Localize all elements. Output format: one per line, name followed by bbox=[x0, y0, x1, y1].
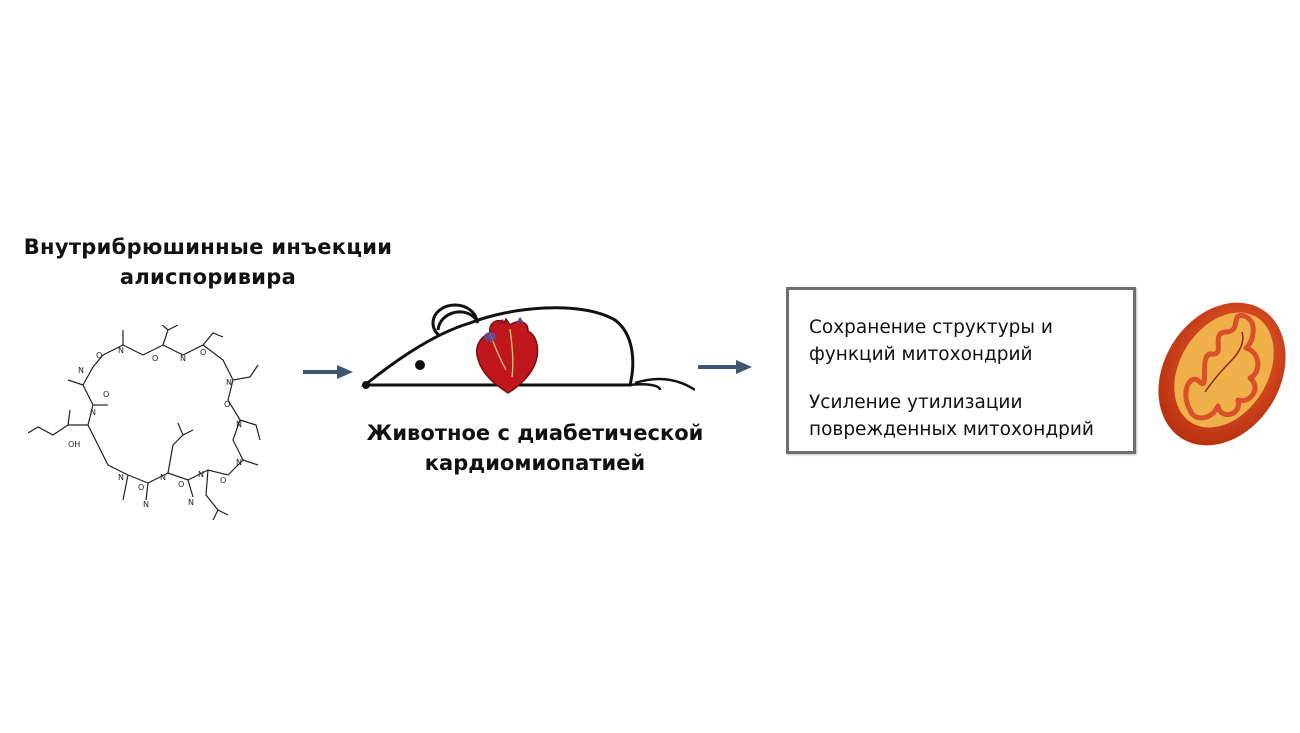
svg-text:O: O bbox=[200, 348, 206, 357]
right-arrow-icon bbox=[698, 360, 752, 374]
effect-item: Усиление утилизации поврежденных митохон… bbox=[809, 389, 1133, 443]
effect-item: Сохранение структуры и функций митохондр… bbox=[809, 314, 1133, 368]
alisporivir-structure: O N O N O N O N N O N O N O N N O N OH N… bbox=[28, 325, 261, 520]
svg-text:N: N bbox=[188, 498, 194, 507]
effects-box: Сохранение структуры и функций митохондр… bbox=[786, 287, 1136, 454]
svg-text:N: N bbox=[143, 500, 149, 509]
drug-title-line1: Внутрибрюшинные инъекции bbox=[23, 235, 393, 259]
svg-text:O: O bbox=[178, 480, 184, 489]
effect-line: поврежденных митохондрий bbox=[809, 419, 1094, 440]
svg-text:O: O bbox=[138, 483, 144, 492]
svg-text:N: N bbox=[236, 458, 242, 467]
animal-caption: Животное с диабетической кардиомиопатией bbox=[350, 418, 720, 478]
svg-text:N: N bbox=[226, 378, 232, 387]
heart-icon bbox=[476, 317, 539, 394]
svg-text:O: O bbox=[224, 400, 230, 409]
svg-text:N: N bbox=[160, 473, 166, 482]
svg-text:O: O bbox=[152, 354, 158, 363]
svg-text:N: N bbox=[90, 408, 96, 417]
svg-text:N: N bbox=[180, 354, 186, 363]
svg-text:O: O bbox=[96, 351, 102, 360]
effect-line: Усиление утилизации bbox=[809, 392, 1023, 413]
mitochondrion-icon bbox=[1158, 302, 1286, 446]
animal-caption-line1: Животное с диабетической bbox=[366, 421, 704, 445]
svg-text:O: O bbox=[103, 390, 109, 399]
svg-text:N: N bbox=[118, 473, 124, 482]
svg-text:N: N bbox=[78, 366, 84, 375]
svg-text:N: N bbox=[236, 420, 242, 429]
animal-caption-line2: кардиомиопатией bbox=[424, 451, 646, 475]
svg-text:OH: OH bbox=[68, 440, 80, 449]
svg-text:N: N bbox=[198, 470, 204, 479]
right-arrow-icon bbox=[303, 365, 353, 379]
svg-text:O: O bbox=[220, 476, 226, 485]
effect-line: функций митохондрий bbox=[809, 344, 1033, 365]
svg-text:N: N bbox=[118, 346, 124, 355]
effect-line: Сохранение структуры и bbox=[809, 317, 1053, 338]
drug-title: Внутрибрюшинные инъекции алиспоривира bbox=[18, 232, 398, 292]
drug-title-line2: алиспоривира bbox=[119, 265, 297, 289]
